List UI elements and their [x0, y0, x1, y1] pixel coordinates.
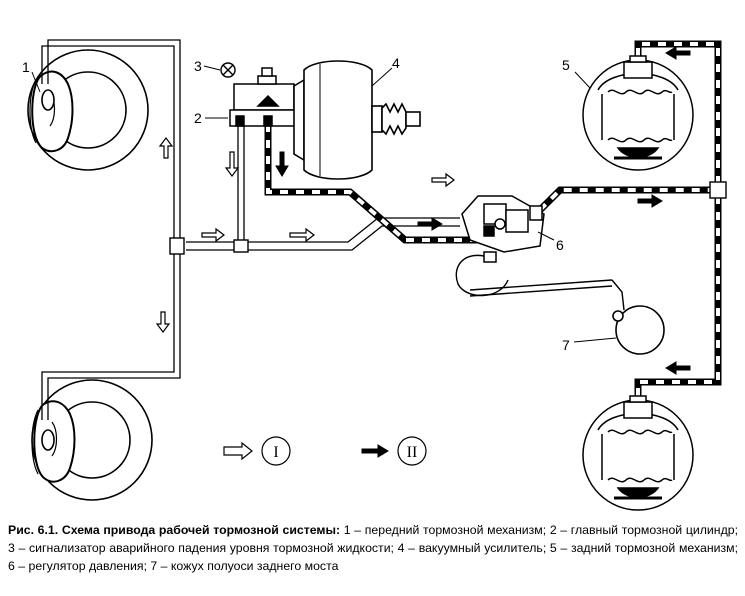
label-3: 3 — [194, 58, 202, 74]
label-2: 2 — [194, 110, 202, 126]
rear-axle-housing — [612, 305, 665, 355]
label-5: 5 — [562, 57, 570, 73]
label-1: 1 — [22, 59, 30, 75]
circuit-two-pipes — [264, 40, 722, 400]
label-4: 4 — [392, 55, 400, 71]
flow-arrows-circuit-two — [275, 46, 691, 375]
rear-tee — [709, 181, 727, 199]
legend-circuit-two: II — [361, 436, 427, 466]
front-brake-top — [27, 49, 149, 171]
pressure-regulator — [461, 195, 545, 263]
tee-left — [169, 237, 185, 255]
brake-system-diagram: 1 2 3 4 5 6 7 I II — [22, 39, 727, 511]
flow-arrows-circuit-one — [155, 137, 455, 333]
tee-middle — [233, 239, 249, 253]
figure-caption: Рис. 6.1. Схема привода рабочей тормозно… — [8, 521, 738, 575]
label-6: 6 — [556, 237, 564, 253]
rear-brake-bottom — [582, 395, 694, 511]
legend-label-one: I — [273, 444, 278, 461]
level-sensor-icon — [220, 62, 236, 78]
legend-circuit-one: I — [223, 436, 291, 466]
vacuum-booster — [293, 60, 421, 180]
label-7: 7 — [562, 337, 570, 353]
master-cylinder — [229, 67, 301, 127]
legend-label-two: II — [407, 444, 418, 461]
front-brake-bottom — [31, 379, 153, 501]
leader-lines — [31, 65, 617, 343]
rear-brake-top — [582, 55, 694, 171]
caption-body: 1 – передний тормозной механизм; 2 – гла… — [8, 523, 738, 573]
regulator-linkage — [455, 254, 625, 311]
circuit-one-pipes — [41, 39, 460, 420]
caption-title: Рис. 6.1. Схема привода рабочей тормозно… — [8, 523, 341, 537]
